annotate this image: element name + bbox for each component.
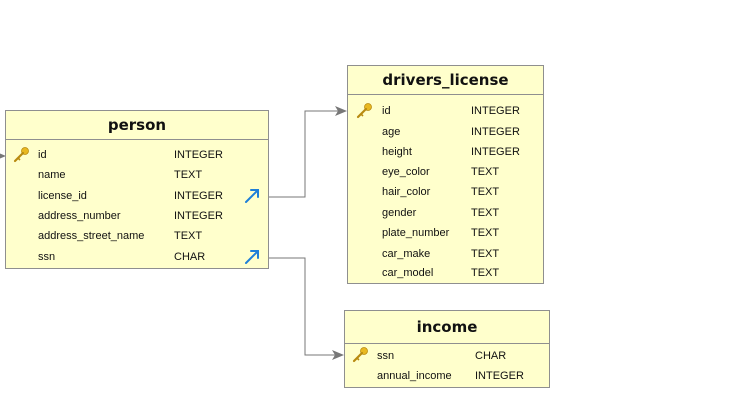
column-row-age[interactable]: age INTEGER — [348, 122, 543, 142]
table-drivers-license-title: drivers_license — [348, 66, 543, 95]
column-type: TEXT — [471, 267, 500, 279]
column-type: INTEGER — [471, 146, 520, 158]
column-row-car-model[interactable]: car_model TEXT — [348, 263, 543, 283]
column-name: height — [382, 146, 412, 158]
column-type: INTEGER — [471, 105, 520, 117]
column-name: plate_number — [382, 227, 450, 239]
column-name: name — [38, 169, 66, 181]
column-row-plate-number[interactable]: plate_number TEXT — [348, 223, 543, 243]
column-type: TEXT — [471, 248, 500, 260]
column-type: TEXT — [174, 230, 203, 242]
relationship-ssn — [268, 257, 344, 360]
column-name: gender — [382, 207, 417, 219]
column-name: car_model — [382, 267, 434, 279]
column-row-license-id[interactable]: license_id INTEGER — [6, 186, 268, 206]
relationship-license-id — [268, 106, 347, 198]
column-row-eye-color[interactable]: eye_color TEXT — [348, 162, 543, 182]
column-name: address_street_name — [38, 230, 145, 242]
column-type: INTEGER — [471, 126, 520, 138]
column-type: INTEGER — [174, 190, 223, 202]
column-type: TEXT — [471, 166, 500, 178]
column-row-height[interactable]: height INTEGER — [348, 142, 543, 162]
column-row-annual-income[interactable]: annual_income INTEGER — [345, 366, 549, 386]
column-type: INTEGER — [174, 210, 223, 222]
table-person-title: person — [6, 111, 268, 140]
table-income-columns: ssn CHAR annual_income INTEGER — [345, 344, 549, 389]
table-drivers-license-columns: id INTEGER age INTEGER height INTEGER ey… — [348, 95, 543, 285]
column-row-car-make[interactable]: car_make TEXT — [348, 244, 543, 264]
column-row-id[interactable]: id INTEGER — [348, 101, 543, 121]
column-name: address_number — [38, 210, 121, 222]
column-type: TEXT — [471, 186, 500, 198]
table-income[interactable]: income ssn CHAR annual_income INTEGER — [344, 310, 550, 388]
column-name: license_id — [38, 190, 87, 202]
column-row-id[interactable]: id INTEGER — [6, 145, 268, 165]
column-name: annual_income — [377, 370, 452, 382]
column-name: age — [382, 126, 401, 138]
column-row-address-number[interactable]: address_number INTEGER — [6, 206, 268, 226]
column-row-ssn[interactable]: ssn CHAR — [6, 247, 268, 267]
key-icon — [356, 103, 372, 119]
column-name: ssn — [377, 350, 395, 362]
column-type: CHAR — [475, 350, 507, 362]
column-name: ssn — [38, 251, 56, 263]
column-type: CHAR — [174, 251, 206, 263]
foreign-key-arrow-icon — [245, 250, 259, 264]
column-type: TEXT — [174, 169, 203, 181]
column-name: id — [382, 105, 391, 117]
column-row-hair-color[interactable]: hair_color TEXT — [348, 182, 543, 202]
column-name: car_make — [382, 248, 431, 260]
key-icon — [13, 147, 29, 163]
column-type: TEXT — [471, 207, 500, 219]
table-income-title: income — [345, 311, 549, 344]
table-person-columns: id INTEGER name TEXT license_id INTEGER … — [6, 140, 268, 270]
key-icon — [352, 347, 368, 363]
column-row-gender[interactable]: gender TEXT — [348, 203, 543, 223]
column-name: id — [38, 149, 47, 161]
column-type: INTEGER — [475, 370, 524, 382]
column-row-address-street-name[interactable]: address_street_name TEXT — [6, 226, 268, 246]
foreign-key-arrow-icon — [245, 189, 259, 203]
column-type: INTEGER — [174, 149, 223, 161]
table-person[interactable]: person id INTEGER name TEXT license_id I… — [5, 110, 269, 269]
column-row-name[interactable]: name TEXT — [6, 165, 268, 185]
column-name: hair_color — [382, 186, 431, 198]
column-row-ssn[interactable]: ssn CHAR — [345, 346, 549, 366]
table-drivers-license[interactable]: drivers_license id INTEGER age INTEGER h… — [347, 65, 544, 284]
column-type: TEXT — [471, 227, 500, 239]
column-name: eye_color — [382, 166, 430, 178]
